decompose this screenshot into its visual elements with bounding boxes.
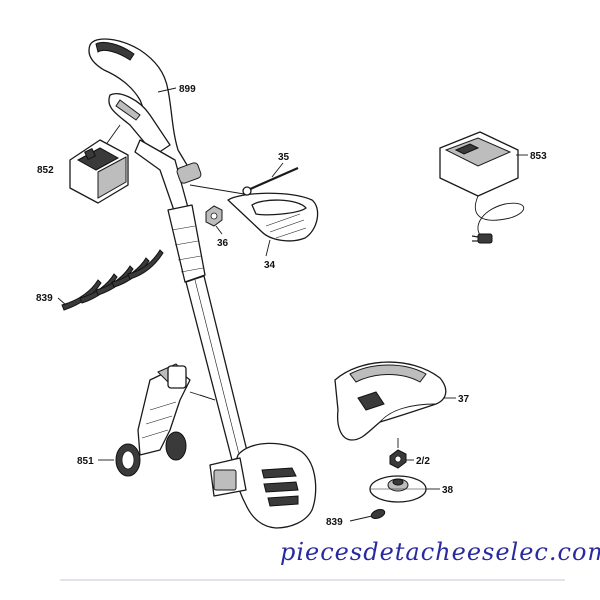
callout-839-set: 839 (36, 293, 53, 304)
callout-34: 34 (264, 260, 276, 271)
callout-2-2: 2/2 (416, 456, 430, 467)
battery-pack (69, 139, 129, 204)
spool-cap (389, 449, 407, 469)
auxiliary-handle (227, 192, 319, 242)
callout-35: 35 (278, 152, 290, 163)
charger (439, 131, 525, 244)
main-handle-assembly (88, 38, 317, 529)
spool-line-single (349, 509, 386, 522)
callout-839-single: 839 (326, 517, 343, 528)
callout-899: 899 (179, 84, 196, 95)
spool-line-set (61, 249, 164, 311)
callout-851: 851 (77, 456, 94, 467)
callout-38: 38 (442, 485, 454, 496)
callout-853: 853 (530, 151, 547, 162)
spool (369, 475, 427, 503)
callout-852: 852 (37, 165, 54, 176)
callout-36: 36 (217, 238, 229, 249)
watermark-text: piecesdetacheeselec.com (280, 538, 600, 566)
screw (242, 166, 299, 196)
nut (205, 205, 223, 227)
guard (334, 361, 447, 441)
callout-37: 37 (458, 394, 470, 405)
wheel-attachment (115, 363, 191, 477)
